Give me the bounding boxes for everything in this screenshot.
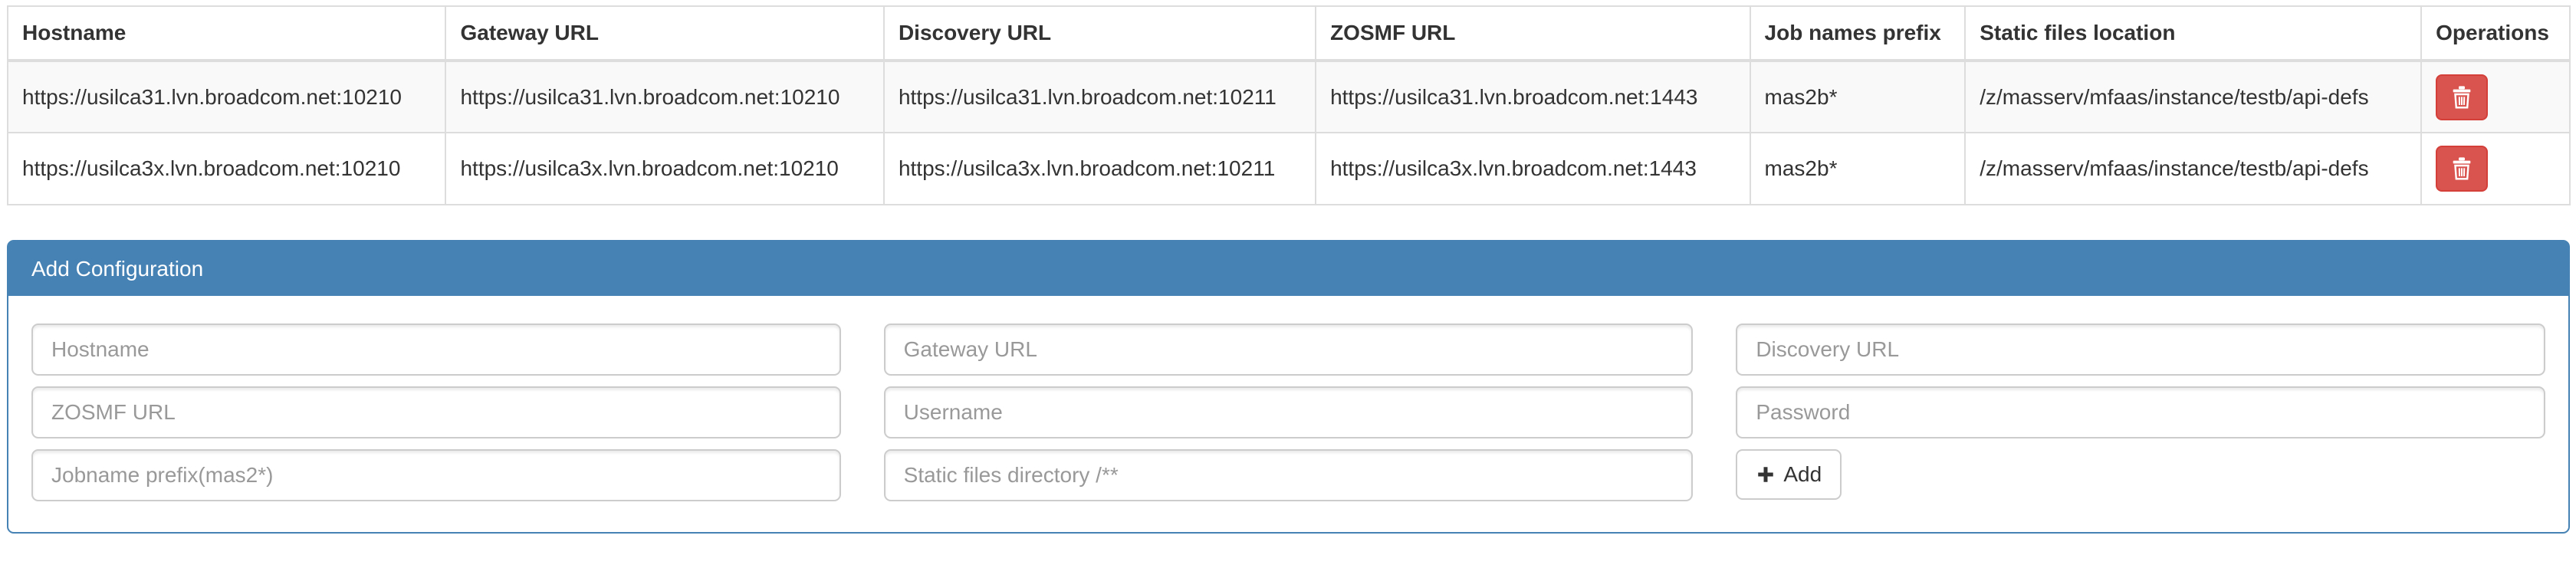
add-configuration-panel-title: Add Configuration — [8, 241, 2568, 296]
add-configuration-form: Add — [8, 296, 2568, 532]
add-button-label: Add — [1783, 462, 1822, 486]
cell-hostname: https://usilca31.lvn.broadcom.net:10210 — [6, 60, 447, 133]
password-input[interactable] — [1736, 386, 2545, 438]
cell-discovery-url: https://usilca3x.lvn.broadcom.net:10211 — [882, 132, 1317, 205]
hostname-input[interactable] — [31, 323, 841, 376]
cell-gateway-url: https://usilca3x.lvn.broadcom.net:10210 — [445, 132, 885, 205]
cell-zosmf-url: https://usilca31.lvn.broadcom.net:1443 — [1315, 60, 1751, 133]
add-button[interactable]: Add — [1736, 449, 1842, 500]
username-input[interactable] — [883, 386, 1694, 438]
cell-static-files-location: /z/masserv/mfaas/instance/testb/api-defs — [1964, 60, 2423, 133]
col-header-hostname: Hostname — [6, 5, 447, 62]
delete-row-button[interactable] — [2436, 146, 2489, 192]
gateway-url-input[interactable] — [883, 323, 1694, 376]
delete-row-button[interactable] — [2436, 74, 2489, 120]
zosmf-url-input[interactable] — [31, 386, 841, 438]
configurations-table: Hostname Gateway URL Discovery URL ZOSMF… — [6, 5, 2571, 205]
table-row: https://usilca31.lvn.broadcom.net:10210 … — [6, 60, 2571, 133]
col-header-zosmf-url: ZOSMF URL — [1315, 5, 1751, 62]
cell-zosmf-url: https://usilca3x.lvn.broadcom.net:1443 — [1315, 132, 1751, 205]
col-header-static-files-location: Static files location — [1964, 5, 2423, 62]
cell-job-names-prefix: mas2b* — [1749, 132, 1967, 205]
discovery-url-input[interactable] — [1736, 323, 2545, 376]
col-header-job-names-prefix: Job names prefix — [1749, 5, 1967, 62]
table-header-row: Hostname Gateway URL Discovery URL ZOSMF… — [6, 5, 2571, 62]
trash-icon — [2450, 85, 2474, 110]
table-row: https://usilca3x.lvn.broadcom.net:10210 … — [6, 132, 2571, 205]
trash-icon — [2450, 156, 2474, 181]
cell-gateway-url: https://usilca31.lvn.broadcom.net:10210 — [445, 60, 885, 133]
cell-static-files-location: /z/masserv/mfaas/instance/testb/api-defs — [1964, 132, 2423, 205]
cell-job-names-prefix: mas2b* — [1749, 60, 1967, 133]
cell-discovery-url: https://usilca31.lvn.broadcom.net:10211 — [882, 60, 1317, 133]
cell-operations — [2420, 132, 2571, 205]
cell-hostname: https://usilca3x.lvn.broadcom.net:10210 — [6, 132, 447, 205]
static-files-directory-input[interactable] — [883, 449, 1694, 501]
jobname-prefix-input[interactable] — [31, 449, 841, 501]
col-header-gateway-url: Gateway URL — [445, 5, 885, 62]
col-header-operations: Operations — [2420, 5, 2571, 62]
plus-icon — [1756, 465, 1776, 484]
col-header-discovery-url: Discovery URL — [882, 5, 1317, 62]
cell-operations — [2420, 60, 2571, 133]
add-configuration-panel: Add Configuration — [7, 240, 2570, 534]
